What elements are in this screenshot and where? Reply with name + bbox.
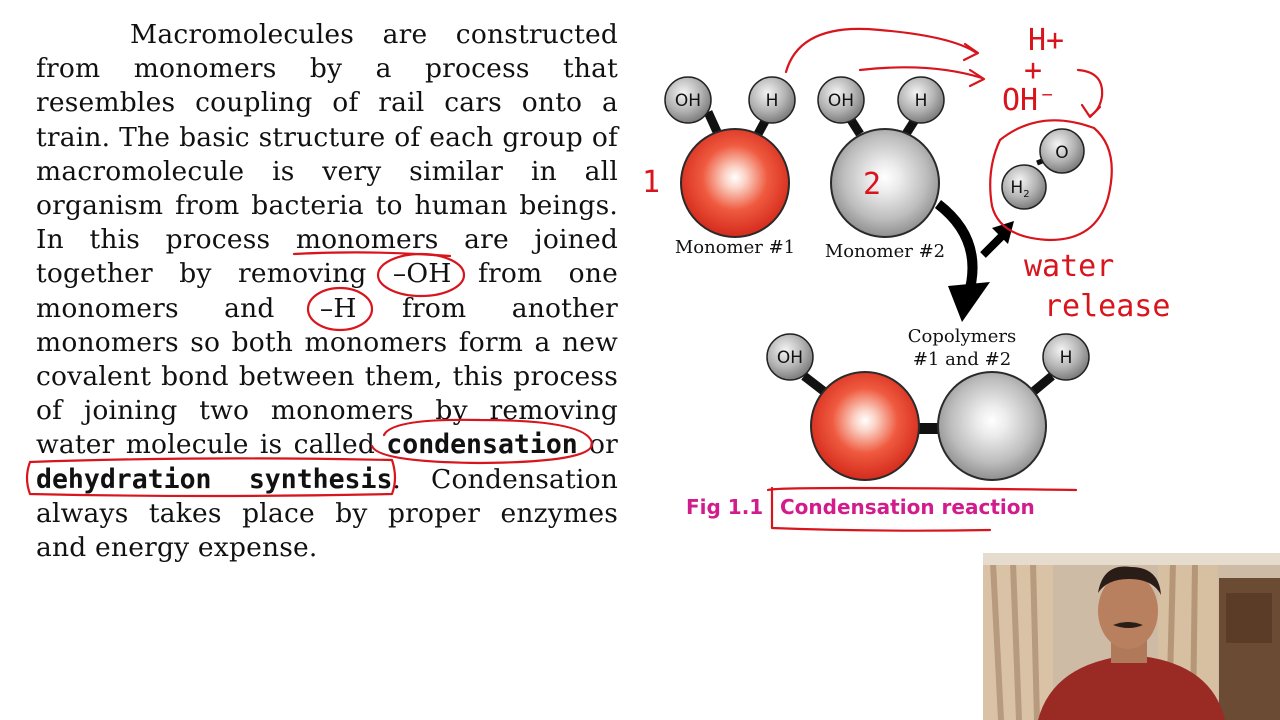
water-arrow xyxy=(980,233,1005,258)
copolymer-red-sphere xyxy=(810,371,920,481)
paragraph-text-1: Macromolecules are constructed from mono… xyxy=(36,19,618,256)
body-paragraph: Macromolecules are constructed from mono… xyxy=(36,18,618,565)
figure-title: Condensation reaction xyxy=(780,495,1035,519)
presenter-moustache xyxy=(1113,622,1143,628)
oh-atom-2 xyxy=(817,76,865,124)
copolymer-h-atom xyxy=(1042,333,1090,381)
copolymer: OH H xyxy=(766,333,1090,481)
covalent-bond xyxy=(910,423,948,434)
h-atom-1-label: H xyxy=(766,91,779,111)
presenter-hair xyxy=(1098,566,1161,595)
presenter-webcam xyxy=(983,553,1280,720)
monomer-1: OH H Monomer #1 xyxy=(664,76,796,258)
h-atom-1 xyxy=(748,76,796,124)
monomer-1-sphere xyxy=(680,128,790,238)
paragraph-text-5: or xyxy=(577,429,618,461)
copolymer-h-label: H xyxy=(1060,348,1073,368)
figure-number: Fig 1.1 xyxy=(686,495,763,519)
oh-atom-1-label: OH xyxy=(675,91,701,111)
monomer-2-sphere xyxy=(830,128,940,238)
copolymer-grey-sphere xyxy=(937,371,1047,481)
copolymer-oh-atom xyxy=(766,333,814,381)
word-monomers: monomers xyxy=(295,224,439,256)
paragraph-text-3: from one monomers and xyxy=(36,258,618,324)
webcam-frame xyxy=(983,553,1280,720)
paragraph-text-4: from another monomers so both monomers f… xyxy=(36,292,618,461)
hydrogen-atom xyxy=(1001,164,1047,210)
water-molecule: O H2 xyxy=(1001,128,1085,210)
oxygen-atom-label: O xyxy=(1055,143,1068,163)
monomer-2: OH H Monomer #2 xyxy=(817,76,945,262)
monomer-2-label: Monomer #2 xyxy=(825,241,945,262)
paragraph-text-2: are joined together by removing xyxy=(36,224,618,290)
presenter-face xyxy=(1098,573,1158,649)
paragraph-text-6: . Condensation always takes place by pro… xyxy=(36,463,618,564)
reaction-arrow-head xyxy=(948,282,990,322)
oh-atom-2-label: OH xyxy=(828,91,854,111)
copolymer-label-line1: Copolymers xyxy=(908,326,1016,347)
presenter-shirt xyxy=(1038,655,1225,720)
h-atom-2-label: H xyxy=(915,91,928,111)
copolymer-oh-label: OH xyxy=(777,348,803,368)
monomer-1-label: Monomer #1 xyxy=(675,237,795,258)
copolymer-label-line2: #1 and #2 xyxy=(913,349,1011,370)
oh-atom-1 xyxy=(664,76,712,124)
